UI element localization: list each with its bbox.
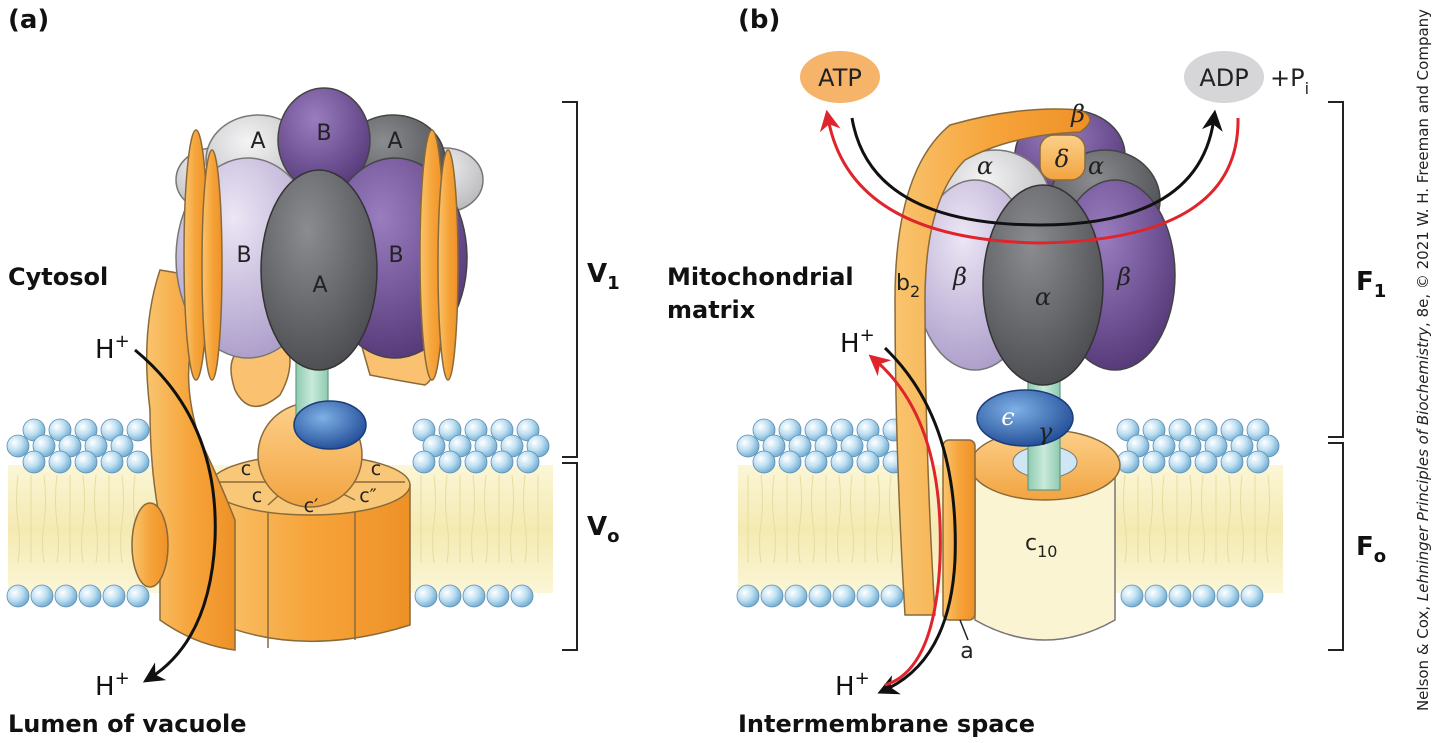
panel-b-label: (b): [738, 5, 780, 35]
b2-stalk: [894, 108, 1091, 616]
subunit-a-label-center: A: [312, 273, 327, 298]
black-hydrolysis-arrow: [850, 109, 1223, 227]
lumen-of-vacuole-label: Lumen of vacuole: [8, 710, 247, 738]
membrane-a-beads: [6, 418, 550, 608]
h-plus-out-b: H+: [835, 668, 870, 702]
f1-head: [914, 109, 1176, 491]
f1-label: F1: [1356, 267, 1386, 302]
fo-bracket: [1328, 442, 1344, 651]
h-plus-in-a: H+: [95, 331, 130, 365]
c-subunit-label-3: c: [252, 485, 262, 507]
matrix-label-line2: matrix: [667, 296, 756, 324]
delta-label: δ: [1055, 145, 1069, 173]
c10-label: c10: [1025, 531, 1057, 561]
c-prime-label: c′: [304, 495, 319, 517]
alpha-label-right: α: [1088, 152, 1104, 180]
vo-bracket: [562, 462, 578, 651]
subunit-b-label-left: B: [236, 243, 251, 268]
subunit-a-label-left: A: [250, 129, 265, 154]
adp-label: ADP: [1199, 64, 1248, 92]
h-plus-out-a: H+: [95, 668, 130, 702]
atp-label: ATP: [818, 64, 862, 92]
panel-a-label: (a): [8, 5, 49, 35]
atp-oval: [800, 51, 880, 103]
subunit-a-leader: [959, 619, 969, 641]
c-subunit-label-1: c: [241, 458, 251, 480]
gamma-label: γ: [1038, 418, 1053, 446]
proton-red-arrow-b: [868, 354, 942, 687]
beta-label-top: β: [1070, 100, 1085, 128]
red-synthesis-arrow: [819, 109, 1240, 245]
f1-bracket: [1328, 101, 1344, 438]
matrix-label-line1: Mitochondrial: [667, 263, 854, 291]
c-subunit-label-2: c: [371, 458, 381, 480]
b2-label: b2: [896, 271, 920, 301]
beta-label-right: β: [1116, 263, 1131, 291]
v1-head: [175, 87, 484, 450]
v1-label: V1: [587, 259, 620, 294]
h-plus-in-b: H+: [840, 325, 875, 359]
subunit-b-label-right: B: [388, 243, 403, 268]
v1-bracket: [562, 101, 578, 458]
intermembrane-space-label: Intermembrane space: [738, 710, 1035, 738]
subunit-a-label: a: [960, 639, 973, 664]
proton-path-arrow-a: [134, 348, 217, 683]
adp-oval: [1184, 51, 1264, 103]
panel-a: (a): [6, 5, 620, 738]
pi-label: +Pi: [1270, 64, 1309, 98]
alpha-label-center: α: [1035, 283, 1051, 311]
cytosol-label: Cytosol: [8, 263, 108, 291]
c-double-prime-label: c″: [359, 485, 377, 507]
membrane-b-beads: [736, 418, 1280, 608]
proton-black-arrow-b: [877, 346, 957, 695]
publisher-credit: Nelson & Cox, Lehninger Principles of Bi…: [1414, 9, 1432, 711]
epsilon-label: ϵ: [1001, 403, 1014, 431]
fo-label: Fo: [1356, 532, 1386, 567]
vo-label: Vo: [587, 512, 620, 547]
subunit-b-label-top: B: [316, 121, 331, 146]
beta-label-left: β: [952, 263, 967, 291]
alpha-label-left: α: [977, 152, 993, 180]
panel-b: (b) β δ α: [667, 5, 1386, 738]
subunit-a-label-right: A: [387, 129, 402, 154]
